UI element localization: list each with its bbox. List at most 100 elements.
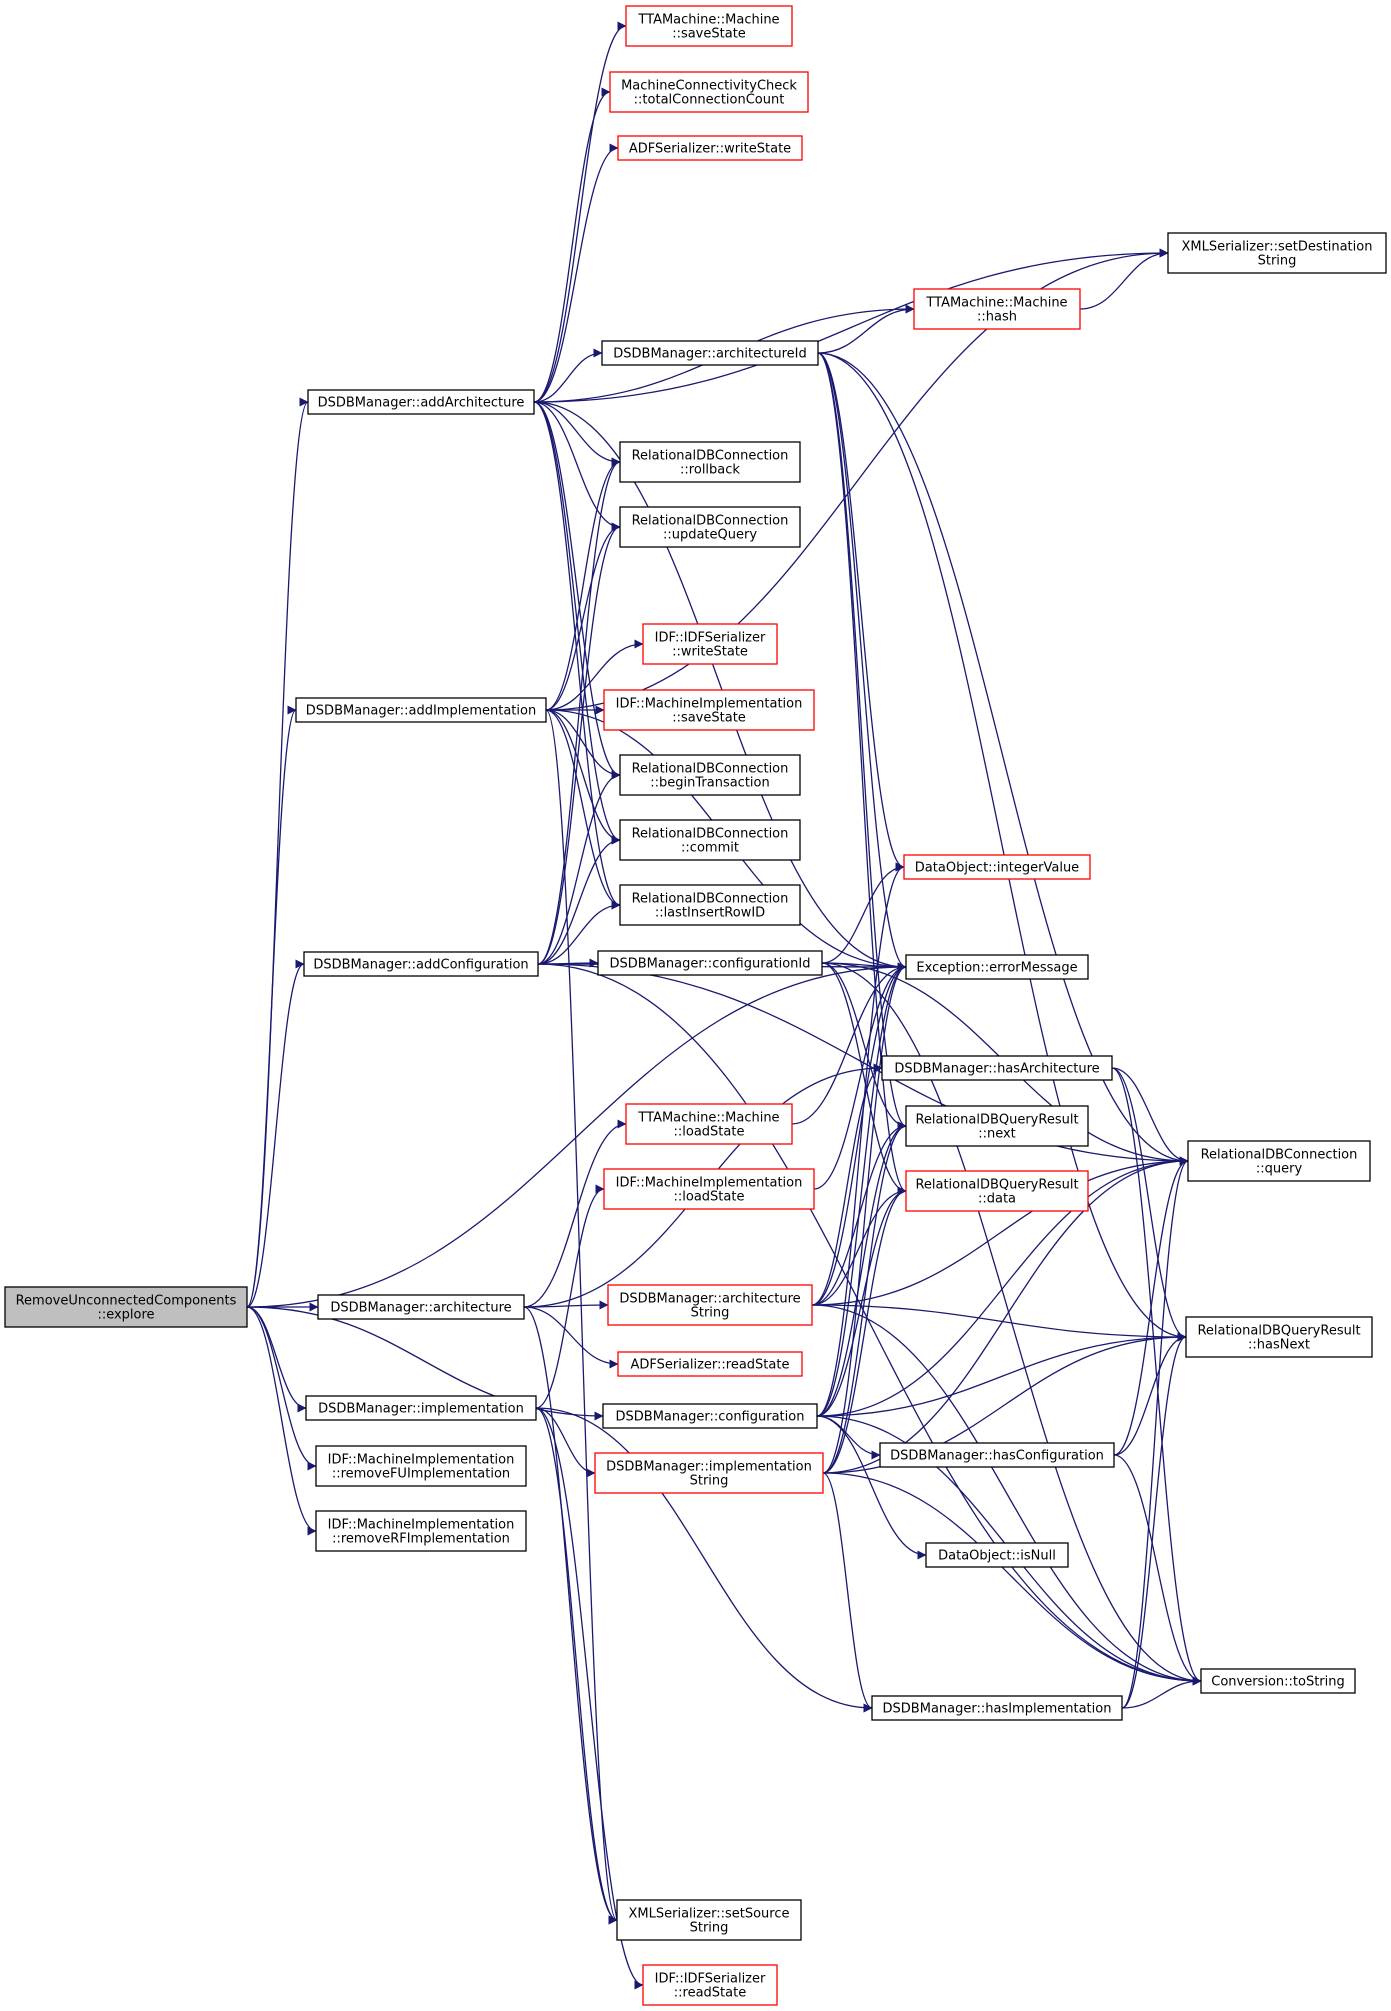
node-relationaldbconnection-rollback[interactable]: RelationalDBConnection::rollback xyxy=(619,441,801,483)
edges-layer xyxy=(246,21,1202,1990)
node-label-line: String xyxy=(1258,254,1297,269)
node-label-line: ::rollback xyxy=(680,463,740,478)
node-dataobject-isnull[interactable]: DataObject::isNull xyxy=(925,1542,1069,1568)
node-adfserializer-readstate[interactable]: ADFSerializer::readState xyxy=(617,1351,803,1377)
node-box xyxy=(307,389,535,415)
node-exception-errormessage[interactable]: Exception::errorMessage xyxy=(905,954,1089,980)
edge-impl-to-xmlSrc xyxy=(535,1407,618,1925)
node-relationaldbqueryresult-data[interactable]: RelationalDBQueryResult::data xyxy=(905,1170,1089,1212)
node-idf-idfserializer-writestate[interactable]: IDF::IDFSerializer::writeState xyxy=(642,623,778,665)
edge-archStr-to-errMsg xyxy=(811,962,907,1306)
node-box xyxy=(1167,232,1387,274)
node-dataobject-integervalue[interactable]: DataObject::integerValue xyxy=(903,854,1091,880)
node-label-line: RelationalDBQueryResult xyxy=(915,1178,1078,1193)
node-label-line: RelationalDBQueryResult xyxy=(915,1113,1078,1128)
edge-implStr-to-next xyxy=(822,1121,907,1474)
edge-hasConf-to-query xyxy=(1113,1156,1189,1456)
node-dsdbmanager-hasimplementation[interactable]: DSDBManager::hasImplementation xyxy=(871,1695,1123,1721)
node-ttamachine-machine-savestate[interactable]: TTAMachine::Machine::saveState xyxy=(625,5,793,47)
node-label-line: ::data xyxy=(978,1192,1016,1207)
node-label-line: ::loadState xyxy=(674,1125,745,1140)
node-label-line: ::commit xyxy=(681,841,739,856)
node-ttamachine-machine-hash[interactable]: TTAMachine::Machine::hash xyxy=(913,288,1081,330)
node-label-line: ::readState xyxy=(674,1986,746,2001)
edge-archStr-to-query xyxy=(811,1156,1189,1306)
edge-addImpl-to-lastId xyxy=(545,709,621,910)
edge-addImpl-to-beginT xyxy=(545,709,621,780)
node-box xyxy=(295,697,547,723)
node-relationaldbconnection-begintransaction[interactable]: RelationalDBConnection::beginTransaction xyxy=(619,754,801,796)
node-label-line: TTAMachine::Machine xyxy=(637,1111,779,1126)
edge-implStr-to-hasImpl xyxy=(822,1472,873,1713)
node-box xyxy=(905,1105,1089,1147)
node-adfserializer-writestate[interactable]: ADFSerializer::writeState xyxy=(617,135,803,161)
node-box xyxy=(607,1284,813,1326)
edge-root-to-addImpl xyxy=(246,705,297,1308)
node-box xyxy=(619,819,801,861)
edge-addImpl-to-xmlDest xyxy=(545,248,1169,711)
edge-arch-to-ttaLoad xyxy=(523,1119,627,1308)
node-label-line: ::next xyxy=(978,1127,1016,1142)
edge-archId-to-next xyxy=(817,352,907,1131)
node-relationaldbqueryresult-next[interactable]: RelationalDBQueryResult::next xyxy=(905,1105,1089,1147)
edge-hasConf-to-toStr xyxy=(1113,1454,1202,1686)
edge-impl-to-implStr xyxy=(535,1407,596,1478)
node-dsdbmanager-configuration[interactable]: DSDBManager::configuration xyxy=(602,1403,818,1429)
edge-addImpl-to-rollback xyxy=(545,457,621,711)
node-label-line: RelationalDBConnection xyxy=(632,762,789,777)
node-dsdbmanager-addimplementation[interactable]: DSDBManager::addImplementation xyxy=(295,697,547,723)
node-idf-idfserializer-readstate[interactable]: IDF::IDFSerializer::readState xyxy=(642,1964,778,2006)
node-box xyxy=(315,1445,527,1487)
node-idf-machineimplementation-removefuimplementation[interactable]: IDF::MachineImplementation::removeFUImpl… xyxy=(315,1445,527,1487)
node-box xyxy=(601,340,819,366)
node-label-line: ::saveState xyxy=(672,711,746,726)
edge-addArch-to-mcc xyxy=(533,87,611,403)
node-label-line: DataObject::integerValue xyxy=(915,861,1079,876)
edge-hash-to-xmlDest xyxy=(1079,248,1169,310)
node-box xyxy=(594,1452,824,1494)
node-relationaldbconnection-query[interactable]: RelationalDBConnection::query xyxy=(1187,1140,1371,1182)
node-dsdbmanager-implementation[interactable]: DSDBManager::implementation xyxy=(305,1395,537,1421)
node-ttamachine-machine-loadstate[interactable]: TTAMachine::Machine::loadState xyxy=(625,1103,793,1145)
node-box xyxy=(905,1170,1089,1212)
node-label-line: DSDBManager::implementation xyxy=(318,1402,524,1417)
node-box xyxy=(642,623,778,665)
node-idf-machineimplementation-removerfimplementation[interactable]: IDF::MachineImplementation::removeRFImpl… xyxy=(315,1510,527,1552)
node-label-line: IDF::MachineImplementation xyxy=(328,1518,515,1533)
node-dsdbmanager-architecture[interactable]: DSDBManager::architecture xyxy=(317,1294,525,1320)
node-machineconnectivitycheck-totalconnectioncount[interactable]: MachineConnectivityCheck::totalConnectio… xyxy=(609,71,809,113)
edge-hasConf-to-hasNext xyxy=(1113,1332,1187,1456)
node-dsdbmanager-hasconfiguration[interactable]: DSDBManager::hasConfiguration xyxy=(879,1442,1115,1468)
node-idf-machineimplementation-savestate[interactable]: IDF::MachineImplementation::saveState xyxy=(603,689,815,731)
node-removeunconnectedcomponents-explore[interactable]: RemoveUnconnectedComponents::explore xyxy=(4,1286,248,1328)
node-dsdbmanager-addconfiguration[interactable]: DSDBManager::addConfiguration xyxy=(303,951,539,977)
node-relationaldbconnection-updatequery[interactable]: RelationalDBConnection::updateQuery xyxy=(619,506,801,548)
node-dsdbmanager-hasarchitecture[interactable]: DSDBManager::hasArchitecture xyxy=(881,1055,1113,1081)
node-label-line: ::query xyxy=(1256,1162,1303,1177)
node-label-line: RemoveUnconnectedComponents xyxy=(16,1294,237,1309)
node-box xyxy=(305,1395,537,1421)
node-box xyxy=(616,1899,802,1941)
edge-conf-to-query xyxy=(816,1156,1189,1417)
node-dsdbmanager-addarchitecture[interactable]: DSDBManager::addArchitecture xyxy=(307,389,535,415)
edge-hasImpl-to-query xyxy=(1121,1156,1189,1709)
edge-arch-to-xmlSrc xyxy=(523,1306,618,1925)
node-dsdbmanager-configurationid[interactable]: DSDBManager::configurationId xyxy=(597,950,823,976)
node-label-line: IDF::MachineImplementation xyxy=(328,1453,515,1468)
node-idf-machineimplementation-loadstate[interactable]: IDF::MachineImplementation::loadState xyxy=(603,1168,815,1210)
node-conversion-tostring[interactable]: Conversion::toString xyxy=(1200,1668,1356,1694)
node-label-line: ::removeRFImplementation xyxy=(332,1532,510,1547)
node-relationaldbqueryresult-hasnext[interactable]: RelationalDBQueryResult::hasNext xyxy=(1185,1316,1373,1358)
node-relationaldbconnection-commit[interactable]: RelationalDBConnection::commit xyxy=(619,819,801,861)
node-dsdbmanager-architectureid[interactable]: DSDBManager::architectureId xyxy=(601,340,819,366)
node-label-line: ::updateQuery xyxy=(663,528,757,543)
node-relationaldbconnection-lastinsertrowid[interactable]: RelationalDBConnection::lastInsertRowID xyxy=(619,884,801,926)
edge-addConf-to-updQ xyxy=(537,522,621,965)
node-box xyxy=(619,506,801,548)
node-box xyxy=(619,754,801,796)
edge-ttaLoad-to-errMsg xyxy=(791,962,907,1125)
